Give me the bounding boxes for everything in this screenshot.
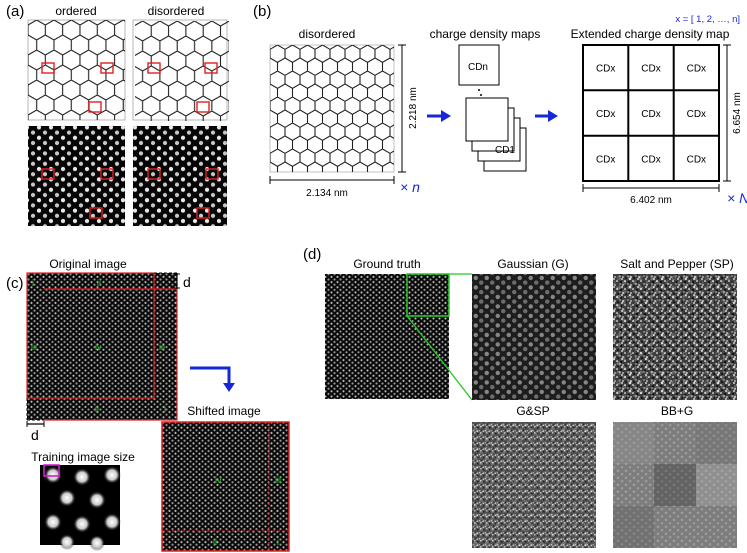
shifted-image bbox=[161, 421, 290, 552]
bbg-title: BB+G bbox=[661, 404, 693, 418]
extended-title: Extended charge density map bbox=[571, 27, 730, 41]
d-top: d bbox=[183, 274, 191, 290]
region-i-label-bottom: i bbox=[164, 404, 166, 414]
maps-title: charge density maps bbox=[430, 27, 541, 41]
region-iii-label-right: iii bbox=[159, 342, 165, 352]
defect-box bbox=[204, 62, 218, 74]
defect-box bbox=[41, 62, 55, 74]
disordered-title: disordered bbox=[299, 27, 356, 41]
shifted-region-ii: ii bbox=[213, 537, 217, 547]
shifted-region-i: i bbox=[277, 537, 279, 547]
panel-d-label: (d) bbox=[303, 246, 321, 263]
defect-box bbox=[196, 101, 210, 113]
shifted-region-iv: iv bbox=[215, 475, 222, 485]
original-image bbox=[26, 272, 178, 421]
cdx-cell-label: CDx bbox=[687, 154, 706, 165]
cd-n: CDn bbox=[468, 62, 488, 73]
cdx-cell-label: CDx bbox=[641, 154, 660, 165]
cdx-cell-label: CDx bbox=[596, 109, 615, 120]
cell-width: 2.134 nm bbox=[306, 188, 348, 199]
cd-stack bbox=[458, 44, 527, 172]
disordered-label: disordered bbox=[148, 4, 205, 18]
extended-height: 6.654 nm bbox=[732, 92, 743, 134]
disordered-cell bbox=[269, 44, 395, 173]
arrow-right-icon bbox=[535, 110, 558, 122]
ordered-stem-image bbox=[28, 126, 125, 226]
ordered-lattice bbox=[27, 19, 126, 121]
region-i-label: i bbox=[32, 278, 34, 288]
times-N: × N bbox=[727, 190, 747, 206]
cdx-cell-label: CDx bbox=[687, 64, 706, 75]
shifted-region-iii: iii bbox=[275, 475, 281, 485]
panel-c-label: (c) bbox=[6, 275, 24, 292]
defect-box bbox=[147, 62, 161, 74]
panel-b-label: (b) bbox=[253, 3, 271, 20]
original-title: Original image bbox=[49, 257, 127, 271]
cdx-cell-label: CDx bbox=[641, 109, 660, 120]
cell-height: 2.218 nm bbox=[408, 87, 419, 129]
training-title: Training image size bbox=[31, 450, 135, 464]
disordered-stem-image bbox=[133, 126, 227, 226]
gaussian-image bbox=[472, 274, 596, 400]
extended-grid bbox=[582, 44, 720, 182]
bbg-image bbox=[613, 422, 737, 548]
x-definition: x = [ 1, 2, …, n] bbox=[675, 14, 740, 25]
gsp-title: G&SP bbox=[516, 404, 549, 418]
arrow-down-icon bbox=[190, 366, 235, 392]
panel-a-label: (a) bbox=[6, 3, 24, 20]
gaussian-title: Gaussian (G) bbox=[497, 257, 568, 271]
times-n: × n bbox=[400, 179, 420, 195]
ordered-label: ordered bbox=[55, 4, 96, 18]
defect-box bbox=[100, 62, 114, 74]
salt-pepper-title: Salt and Pepper (SP) bbox=[620, 257, 733, 271]
gsp-image bbox=[472, 422, 596, 548]
shifted-title: Shifted image bbox=[187, 404, 261, 418]
cdx-cell-label: CDx bbox=[641, 64, 660, 75]
region-ii-label: ii bbox=[97, 278, 101, 288]
cd-1: CD1 bbox=[495, 145, 515, 156]
cdx-cell-label: CDx bbox=[596, 64, 615, 75]
defect-box bbox=[88, 101, 102, 113]
salt-pepper-image bbox=[613, 274, 737, 400]
ground-truth-title: Ground truth bbox=[353, 257, 420, 271]
disordered-lattice bbox=[132, 19, 229, 121]
cdx-cell-label: CDx bbox=[596, 154, 615, 165]
region-iii-label: iii bbox=[31, 342, 37, 352]
region-iv-label: iv bbox=[95, 342, 102, 352]
arrow-right-icon bbox=[427, 110, 451, 122]
extended-width: 6.402 nm bbox=[630, 195, 672, 206]
cdx-cell-label: CDx bbox=[687, 109, 706, 120]
d-left: d bbox=[31, 427, 39, 443]
training-image bbox=[40, 464, 121, 551]
ground-truth-image bbox=[325, 273, 473, 401]
region-ii-label-bottom: ii bbox=[95, 404, 99, 414]
